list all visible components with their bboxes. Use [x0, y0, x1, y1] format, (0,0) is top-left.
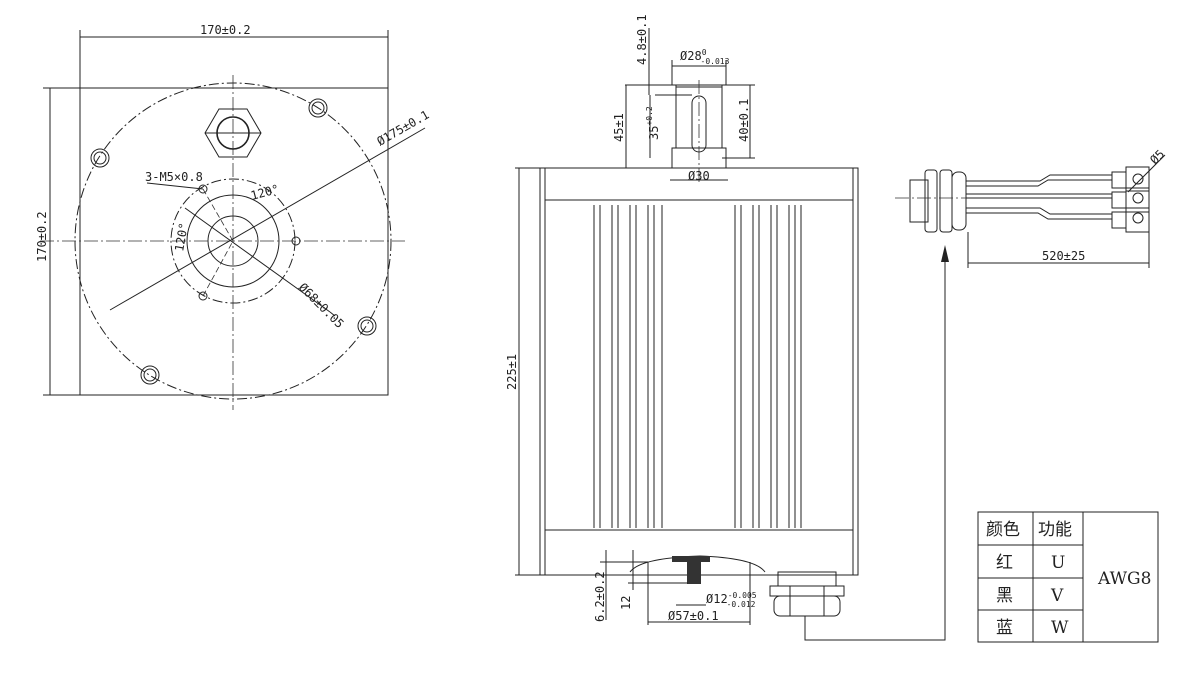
- wire-gauge: AWG8: [1097, 569, 1151, 589]
- row-function: W: [1051, 618, 1069, 638]
- mounting-holes: [90, 98, 377, 385]
- flange-square: [79, 87, 389, 396]
- header-color: 颜色: [986, 520, 1020, 540]
- bolt-circle-dim: Ø68±0.05: [296, 280, 347, 331]
- terminal-hole-dim: Ø5: [1147, 147, 1167, 167]
- front-view: 170±0.2 170±0.2 Ø175±0.1 3-M5×0.8 120° 1…: [35, 23, 432, 410]
- cable-view: Ø5 520±25: [895, 147, 1167, 268]
- rear-bore-dim: Ø12-0.005-0.012: [706, 591, 757, 609]
- cable-length-dim: 520±25: [1042, 249, 1085, 263]
- thread-holes-label: 3-M5×0.8: [145, 170, 203, 184]
- shaft: [675, 84, 723, 149]
- rear-step-dim: 12: [619, 596, 633, 610]
- rear-depth-dim: 6.2±0.2: [593, 571, 607, 622]
- width-dim: 170±0.2: [200, 23, 251, 37]
- row-function: V: [1050, 586, 1064, 606]
- shaft-usable-dim: 40±0.1: [737, 99, 751, 142]
- angle-label-2: 120°: [172, 222, 191, 253]
- key-length-dim: 35+0.2: [645, 106, 661, 140]
- cable-gland: [769, 571, 845, 617]
- outer-circle-dim: Ø175±0.1: [375, 108, 432, 149]
- angle-label-1: 120°: [249, 182, 281, 203]
- header-function: 功能: [1038, 520, 1072, 540]
- arrow-icon: [941, 245, 949, 262]
- shaft-length-dim: 45±1: [612, 113, 626, 142]
- row-function: U: [1051, 553, 1065, 573]
- collar-dia-dim: Ø30: [688, 169, 710, 183]
- ring-terminals: [1111, 166, 1150, 233]
- side-view: 45±1 4.8±0.1 35+0.2 40±0.1 Ø280-0.013 Ø3…: [505, 14, 949, 641]
- body-length-dim: 225±1: [505, 354, 519, 390]
- wire-table: 颜色 功能 红 U 黑 V 蓝 W AWG8: [977, 511, 1159, 643]
- cooling-fins: [593, 205, 802, 528]
- shaft-dia-dim: Ø280-0.013: [680, 48, 730, 66]
- key-depth-dim: 4.8±0.1: [635, 14, 649, 65]
- row-color: 蓝: [996, 618, 1013, 638]
- rear-boss-dim: Ø57±0.1: [668, 609, 719, 623]
- row-color: 黑: [996, 586, 1013, 606]
- cable-route-line: [804, 255, 946, 641]
- height-dim: 170±0.2: [35, 211, 49, 262]
- row-color: 红: [996, 553, 1013, 573]
- motor-body: [539, 167, 859, 576]
